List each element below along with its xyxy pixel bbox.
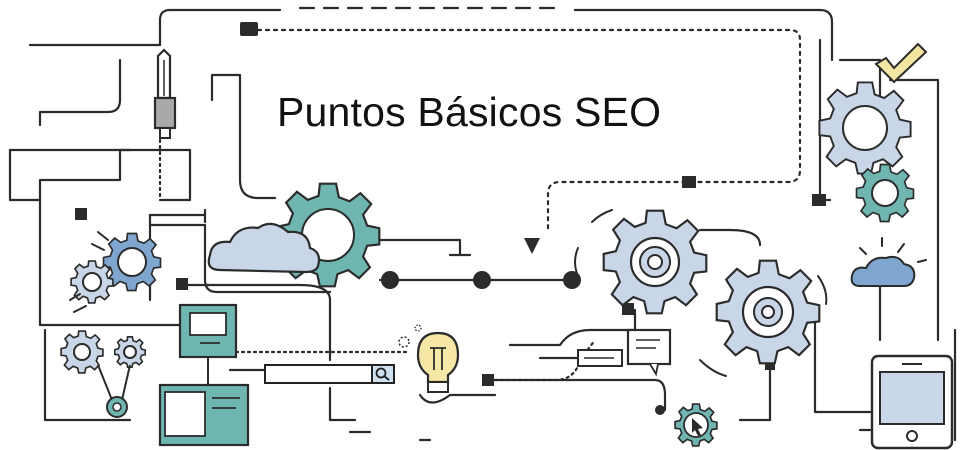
motion-marks (69, 209, 828, 377)
pencil-icon (153, 48, 177, 139)
connector-lines (8, 6, 957, 442)
cloud-icon (207, 222, 321, 274)
computer-icon (158, 303, 250, 447)
search-icon (375, 367, 390, 381)
gear-icon (70, 260, 114, 304)
chat-bubble-icon (577, 328, 672, 377)
lightbulb-icon (398, 324, 460, 393)
connector-nodes (75, 22, 826, 415)
search-input (264, 364, 395, 384)
gear-icon (715, 259, 821, 365)
gear-icon (102, 232, 162, 292)
checkmark-icon (874, 42, 928, 84)
gear-icon (602, 209, 708, 315)
gear-icon (818, 81, 912, 175)
gear-icon (97, 364, 131, 418)
search-button (371, 364, 395, 384)
page-title: Puntos Básicos SEO (277, 89, 662, 135)
cloud-icon (850, 255, 916, 287)
signal-marks (859, 237, 927, 263)
gear-icon (114, 335, 146, 369)
cursor-icon (674, 403, 718, 447)
gear-icon (855, 163, 915, 223)
gear-icon (60, 330, 104, 374)
mobile-phone-icon (870, 354, 954, 450)
